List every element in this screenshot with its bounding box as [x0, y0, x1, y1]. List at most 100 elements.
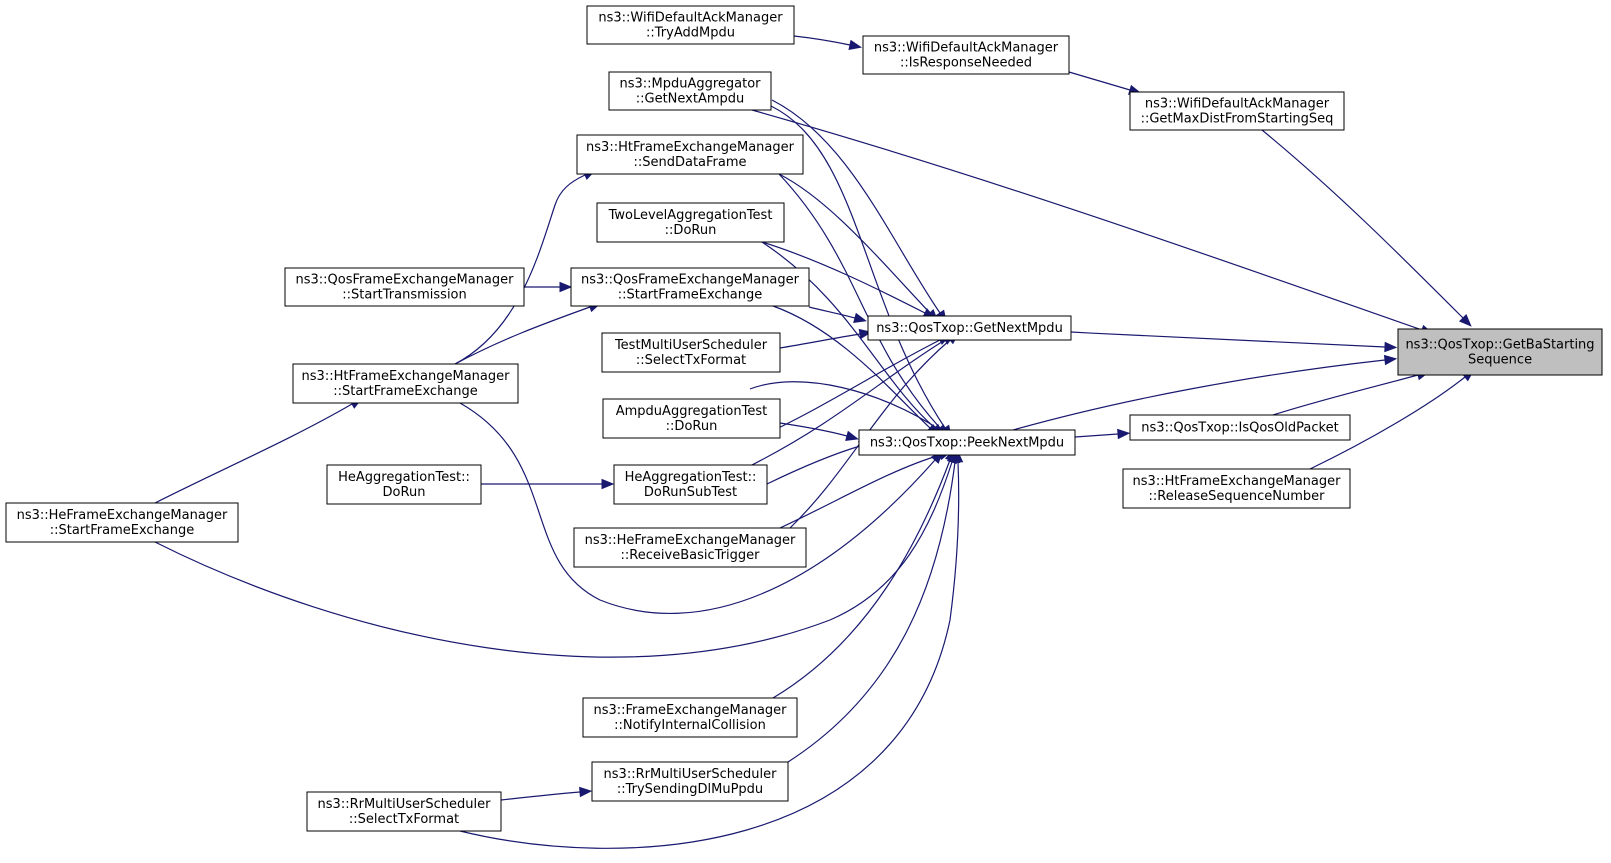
arrowhead-icon — [845, 430, 859, 441]
node-box[interactable] — [867, 315, 1072, 341]
edge-line — [459, 402, 936, 615]
node-label: ::SelectTxFormat — [349, 812, 459, 827]
node-box[interactable] — [582, 697, 798, 738]
edge-line — [749, 381, 941, 431]
node-box[interactable] — [292, 363, 519, 404]
edge-line — [771, 99, 941, 314]
node-label: ns3::QosFrameExchangeManager — [295, 273, 514, 288]
edge-line — [779, 454, 941, 529]
edge-testMUSched-to-getNextMpdu — [779, 328, 873, 349]
node-label: ::GetNextAmpdu — [636, 92, 745, 107]
node-box[interactable] — [601, 332, 781, 373]
node-label: ::SelectTxFormat — [636, 353, 746, 368]
node-box[interactable] — [570, 267, 810, 307]
node-rrTrySending[interactable]: ns3::RrMultiUserScheduler::TrySendingDlM… — [591, 761, 789, 802]
edge-getMaxDist-to-root — [1261, 129, 1472, 327]
edge-line — [1074, 433, 1119, 438]
node-label: AmpduAggregationTest — [616, 404, 767, 419]
node-label: ::NotifyInternalCollision — [614, 718, 766, 733]
node-box[interactable] — [858, 429, 1076, 456]
arrowhead-icon — [1384, 341, 1398, 353]
edge-heAggRun-to-heAggSub — [480, 478, 615, 490]
node-label: ::TrySendingDlMuPpdu — [617, 782, 763, 797]
node-label: ::IsResponseNeeded — [900, 56, 1032, 71]
edge-line — [779, 333, 861, 349]
arrowhead-icon — [1458, 313, 1472, 327]
node-label: ::GetMaxDistFromStartingSeq — [1141, 112, 1334, 127]
node-label: ::ReleaseSequenceNumber — [1149, 489, 1326, 504]
node-qosStartTx[interactable]: ns3::QosFrameExchangeManager::StartTrans… — [284, 267, 525, 307]
edge-line — [808, 306, 856, 319]
node-box[interactable] — [284, 267, 525, 307]
node-twoLevel[interactable]: TwoLevelAggregationTest::DoRun — [596, 202, 785, 243]
node-heStartFE[interactable]: ns3::HeFrameExchangeManager::StartFrameE… — [5, 502, 239, 543]
node-isQosOldPacket[interactable]: ns3::QosTxop::IsQosOldPacket — [1129, 414, 1351, 441]
root-node-box[interactable] — [1397, 328, 1603, 376]
node-box[interactable] — [306, 791, 502, 832]
node-getNextMpdu[interactable]: ns3::QosTxop::GetNextMpdu — [867, 315, 1072, 341]
node-label: HeAggregationTest:: — [625, 470, 757, 485]
node-getMaxDist[interactable]: ns3::WifiDefaultAckManager::GetMaxDistFr… — [1129, 91, 1345, 131]
node-box[interactable] — [591, 761, 789, 802]
node-label: ns3::QosFrameExchangeManager — [581, 273, 800, 288]
node-tryAddMpdu[interactable]: ns3::WifiDefaultAckManager::TryAddMpdu — [586, 5, 795, 45]
edge-line — [1272, 374, 1419, 416]
node-label: ns3::RrMultiUserScheduler — [604, 767, 778, 782]
node-box[interactable] — [326, 464, 482, 505]
node-box[interactable] — [613, 464, 768, 505]
node-releaseSeq[interactable]: ns3::HtFrameExchangeManager::ReleaseSequ… — [1122, 468, 1351, 509]
node-label: TestMultiUserScheduler — [614, 338, 768, 353]
node-label: ns3::MpduAggregator — [619, 77, 761, 92]
edge-htStartFE-to-sendDataFrame — [454, 169, 597, 365]
edge-heRecvBasic-to-peekNextMpdu — [779, 450, 952, 529]
edge-peekNextMpdu-to-isQosOldPacket — [1074, 428, 1131, 440]
edge-ampduAgg-to-peekNextMpdu — [779, 422, 859, 441]
node-htStartFE[interactable]: ns3::HtFrameExchangeManager::StartFrameE… — [292, 363, 519, 404]
edge-line — [1012, 359, 1386, 431]
node-box[interactable] — [596, 202, 785, 243]
node-box[interactable] — [586, 5, 795, 45]
node-box[interactable] — [862, 35, 1070, 75]
node-heRecvBasic[interactable]: ns3::HeFrameExchangeManager::ReceiveBasi… — [573, 527, 807, 568]
node-rrSelectTx[interactable]: ns3::RrMultiUserScheduler::SelectTxForma… — [306, 791, 502, 832]
node-label: DoRun — [383, 485, 426, 500]
node-label: ns3::FrameExchangeManager — [593, 703, 787, 718]
edge-line — [766, 445, 861, 485]
node-box[interactable] — [602, 398, 781, 439]
node-sendDataFrame[interactable]: ns3::HtFrameExchangeManager::SendDataFra… — [576, 134, 804, 175]
node-label: DoRunSubTest — [644, 485, 737, 500]
edge-line — [154, 461, 953, 658]
node-qosStartFE[interactable]: ns3::QosFrameExchangeManager::StartFrame… — [570, 267, 810, 307]
node-isResponseNeeded[interactable]: ns3::WifiDefaultAckManager::IsResponseNe… — [862, 35, 1070, 75]
node-peekNextMpdu[interactable]: ns3::QosTxop::PeekNextMpdu — [858, 429, 1076, 456]
node-box[interactable] — [1129, 91, 1345, 131]
edge-isResponseNeeded-to-getMaxDist — [1068, 71, 1142, 95]
node-testMUSched[interactable]: TestMultiUserScheduler::SelectTxFormat — [601, 332, 781, 373]
node-box[interactable] — [1129, 414, 1351, 441]
arrowhead-icon — [1383, 354, 1398, 366]
edge-htStartFE-to-qosStartFE — [454, 302, 602, 365]
node-getNextAmpdu[interactable]: ns3::MpduAggregator::GetNextAmpdu — [608, 71, 772, 111]
node-label: ::DoRun — [666, 419, 718, 434]
arrowhead-icon — [853, 312, 867, 323]
edge-rrTrySending-to-peekNextMpdu — [787, 449, 961, 763]
edge-line — [154, 403, 353, 504]
edge-peekNextMpdu-to-root — [1012, 354, 1398, 431]
node-heAggSub[interactable]: HeAggregationTest::DoRunSubTest — [613, 464, 768, 505]
node-label: ns3::QosTxop::PeekNextMpdu — [870, 436, 1064, 451]
node-box[interactable] — [5, 502, 239, 543]
node-box[interactable] — [576, 134, 804, 175]
edge-line — [1309, 376, 1466, 470]
node-label: ::StartFrameExchange — [333, 384, 478, 399]
node-notifyInternal[interactable]: ns3::FrameExchangeManager::NotifyInterna… — [582, 697, 798, 738]
edge-line — [1261, 129, 1464, 319]
node-heAggRun[interactable]: HeAggregationTest::DoRun — [326, 464, 482, 505]
node-box[interactable] — [1122, 468, 1351, 509]
node-label: ::StartFrameExchange — [618, 288, 763, 303]
node-ampduAgg[interactable]: AmpduAggregationTest::DoRun — [602, 398, 781, 439]
edge-isQosOldPacket-to-root — [1272, 370, 1430, 416]
node-box[interactable] — [608, 71, 772, 111]
node-box[interactable] — [573, 527, 807, 568]
